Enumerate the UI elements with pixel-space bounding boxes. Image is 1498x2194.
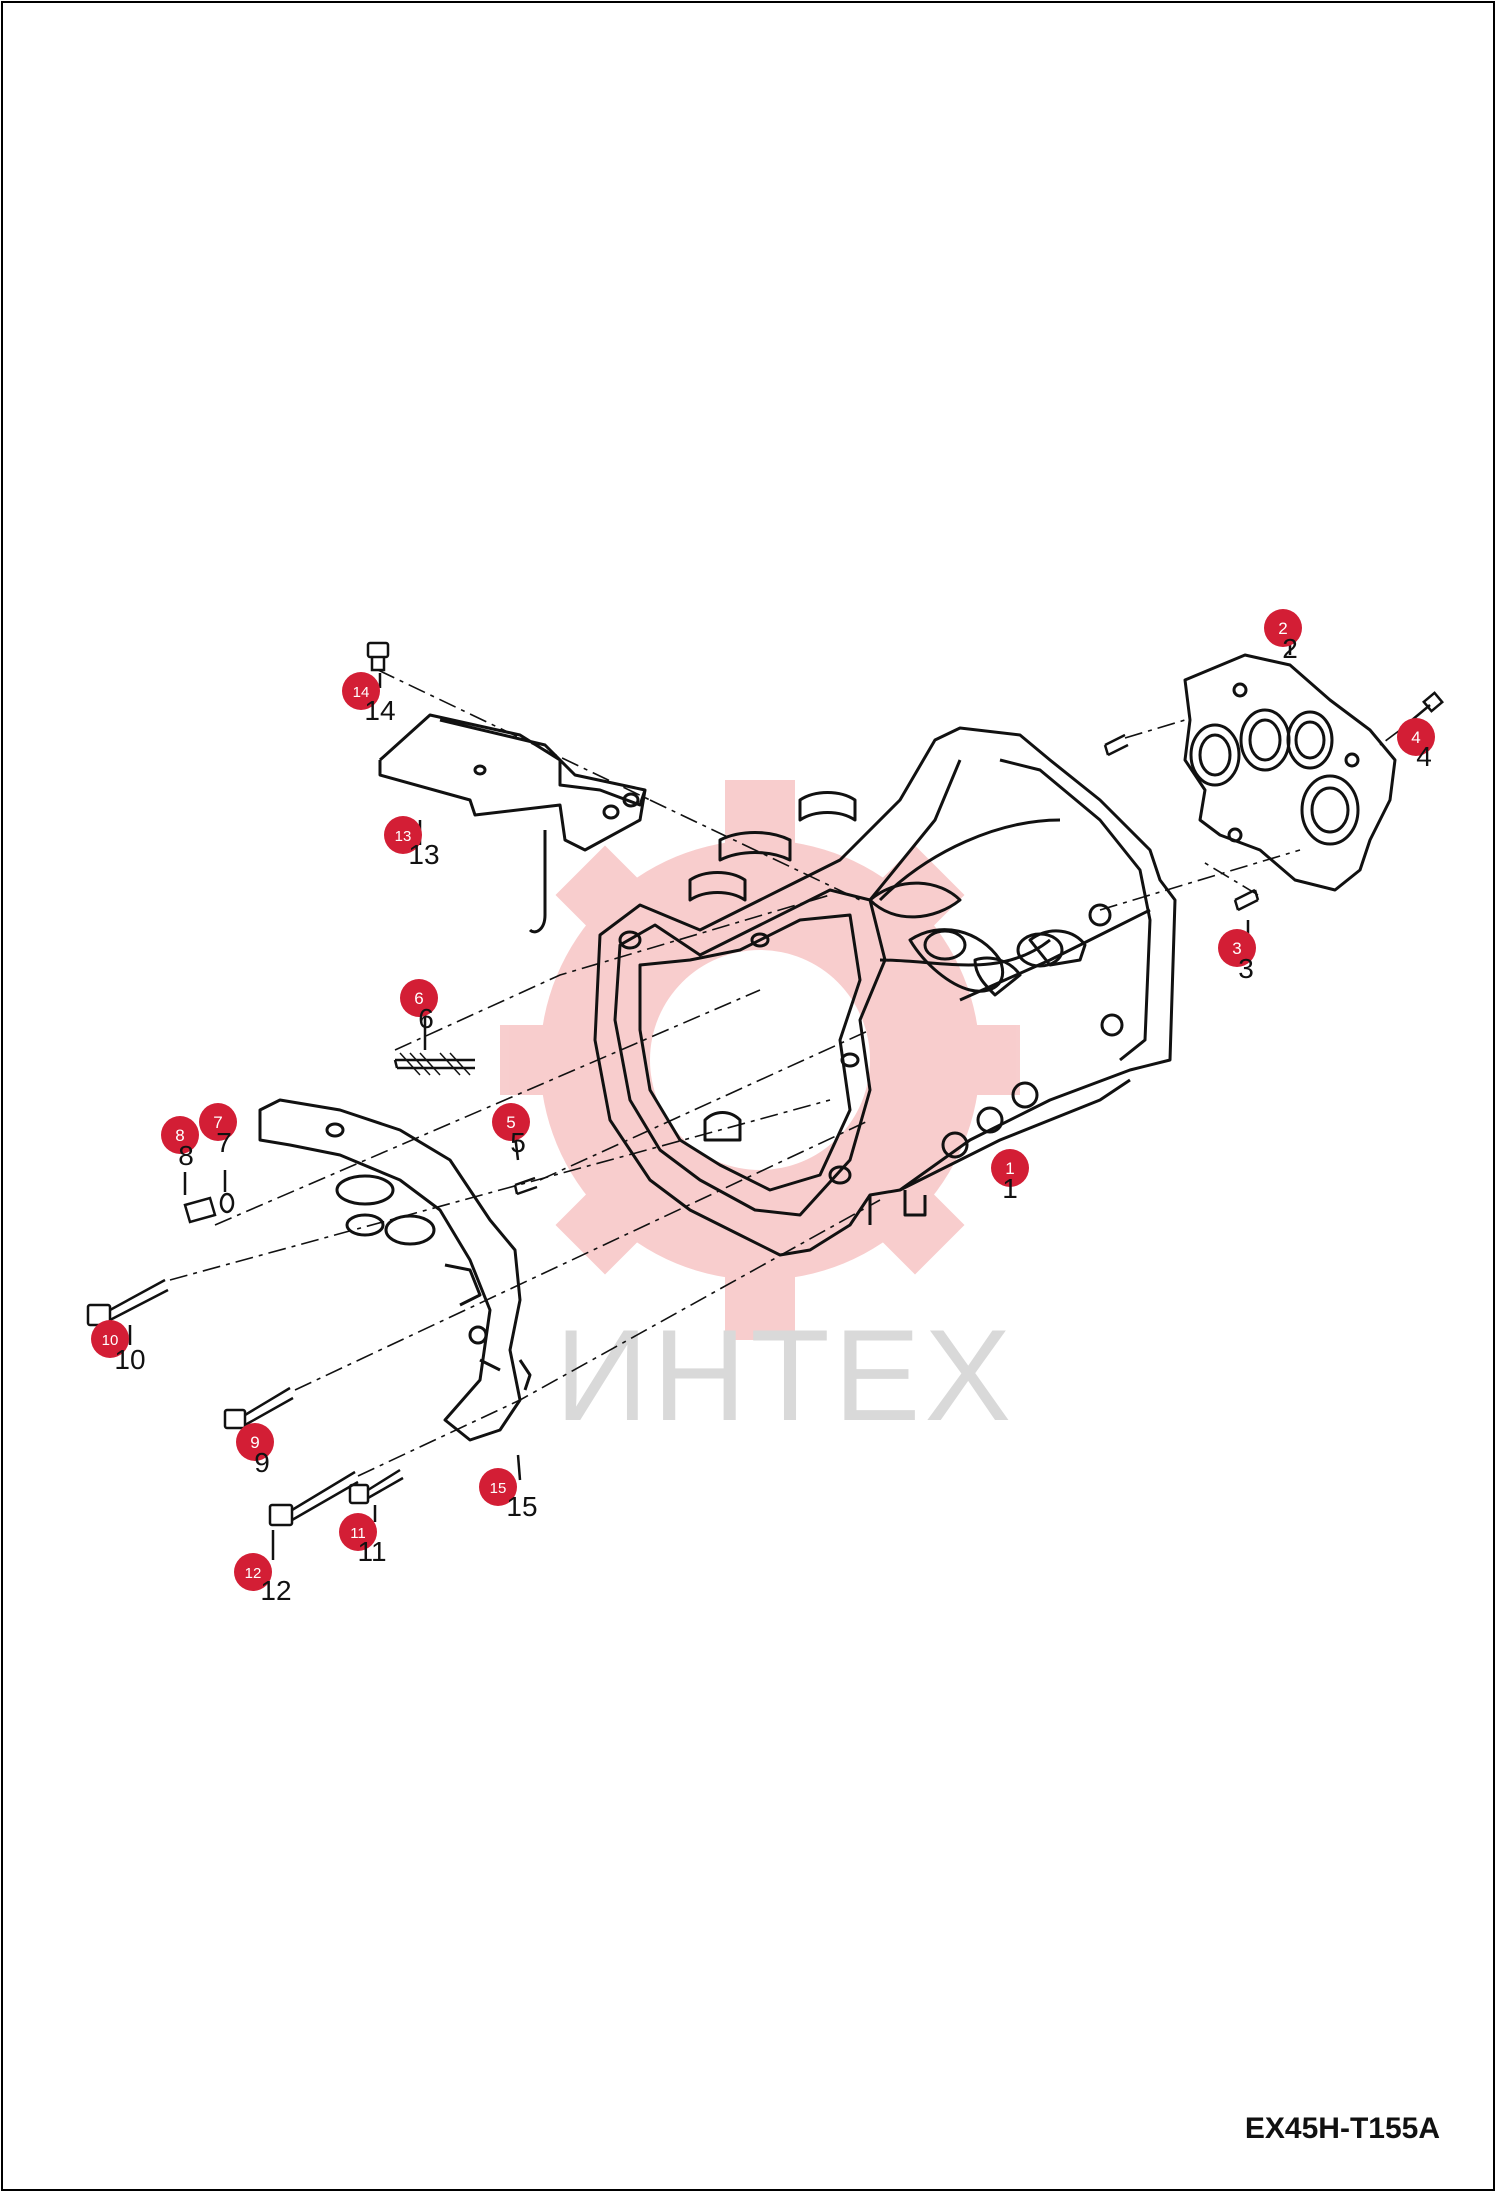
callout-number-12: 12 bbox=[260, 1575, 291, 1606]
drawing-code: EX45H-T155A bbox=[1244, 2112, 1440, 2145]
callout-badge-label-9: 9 bbox=[250, 1433, 259, 1452]
watermark-logo bbox=[500, 780, 1020, 1340]
callout-number-5: 5 bbox=[510, 1127, 526, 1158]
callout-badge-label-12: 12 bbox=[245, 1565, 262, 1582]
callout-badge-12 bbox=[234, 1553, 272, 1591]
callout-badge-label-13: 13 bbox=[395, 828, 412, 845]
callout-badge-2 bbox=[1264, 609, 1302, 647]
callout-badge-13 bbox=[384, 816, 422, 854]
callout-badge-3 bbox=[1218, 929, 1256, 967]
callout-badge-6 bbox=[400, 979, 438, 1017]
callout-badge-label-11: 11 bbox=[350, 1525, 366, 1542]
callout-badge-label-1: 1 bbox=[1005, 1159, 1014, 1178]
support-bracket bbox=[378, 713, 647, 934]
callout-badge-14 bbox=[342, 672, 380, 710]
callout-badge-label-7: 7 bbox=[213, 1113, 222, 1132]
callout-badge-11 bbox=[339, 1513, 377, 1551]
callout-badge-label-6: 6 bbox=[414, 989, 423, 1008]
callout-number-7: 7 bbox=[216, 1127, 232, 1158]
callout-badge-4 bbox=[1397, 718, 1435, 756]
front-cover-plate bbox=[258, 1098, 532, 1442]
callout-badge-label-8: 8 bbox=[175, 1126, 184, 1145]
callout-badge-7 bbox=[199, 1103, 237, 1141]
callout-badge-8 bbox=[161, 1116, 199, 1154]
callout-number-4: 4 bbox=[1416, 741, 1432, 772]
callout-number-15: 15 bbox=[506, 1491, 537, 1522]
callout-number-13: 13 bbox=[408, 839, 439, 870]
callout-number-1: 1 bbox=[1002, 1173, 1018, 1204]
callout-badge-label-5: 5 bbox=[506, 1113, 515, 1132]
callout-badge-label-3: 3 bbox=[1232, 939, 1241, 958]
callout-number-14: 14 bbox=[364, 695, 395, 726]
callout-number-10: 10 bbox=[114, 1344, 145, 1375]
callout-badge-5 bbox=[492, 1103, 530, 1141]
callout-badge-10 bbox=[91, 1320, 129, 1358]
callout-badge-label-4: 4 bbox=[1411, 728, 1420, 747]
callout-badge-label-14: 14 bbox=[353, 684, 370, 701]
callout-badge-label-15: 15 bbox=[490, 1480, 507, 1497]
rear-cover-plate bbox=[1183, 653, 1397, 892]
callout-number-8: 8 bbox=[178, 1140, 194, 1171]
assembly-lines bbox=[169, 669, 1401, 1477]
callout-badge-9 bbox=[236, 1423, 274, 1461]
callout-number-3: 3 bbox=[1238, 953, 1254, 984]
callout-badge-label-10: 10 bbox=[102, 1332, 119, 1349]
callout-number-9: 9 bbox=[254, 1447, 270, 1478]
callout-number-11: 11 bbox=[357, 1536, 386, 1567]
callout-badges: 1122334455667788991010111112121313141415… bbox=[91, 609, 1435, 1606]
transmission-housing bbox=[593, 726, 1177, 1257]
callout-number-2: 2 bbox=[1282, 633, 1298, 664]
callout-badge-15 bbox=[479, 1468, 517, 1506]
callout-badge-label-2: 2 bbox=[1278, 619, 1287, 638]
watermark-text: ИНТЕХ bbox=[555, 1302, 1015, 1448]
callout-badge-1 bbox=[991, 1149, 1029, 1187]
callout-number-6: 6 bbox=[418, 1003, 434, 1034]
